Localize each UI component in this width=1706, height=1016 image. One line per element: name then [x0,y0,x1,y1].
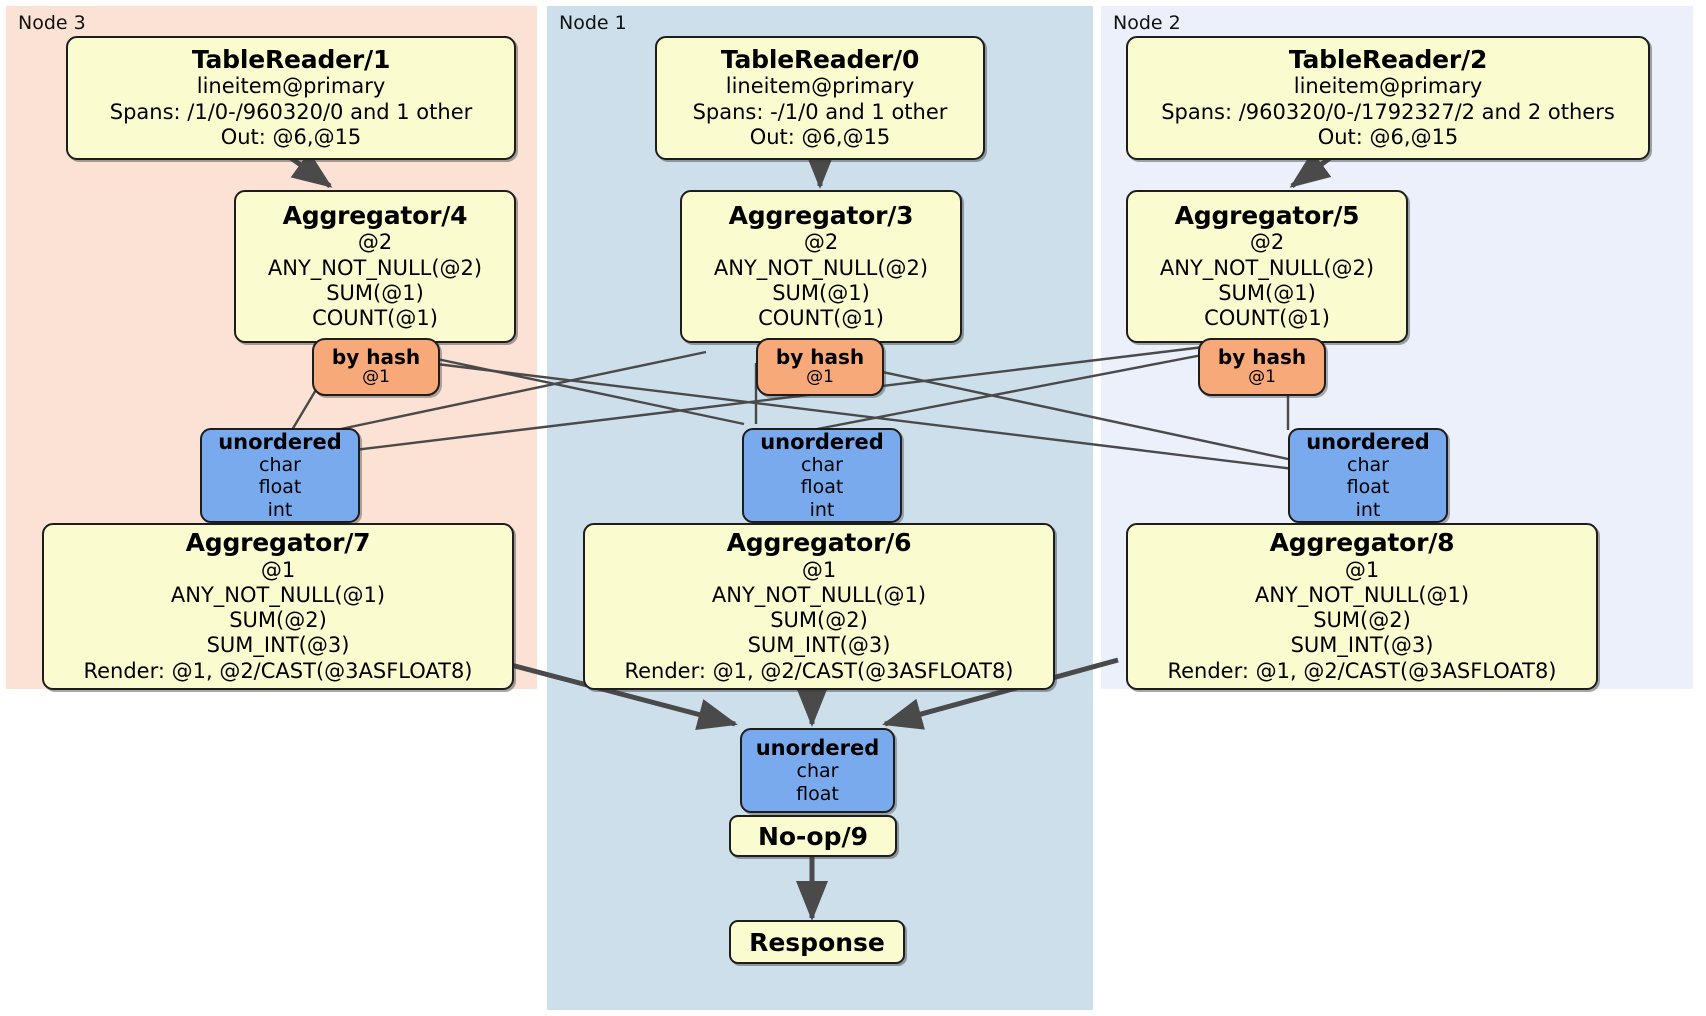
receiver-type-1: char [1347,453,1389,476]
response-node[interactable]: Response [729,920,905,964]
node-agg-3: COUNT(@1) [312,305,438,330]
router-column: @1 [362,367,390,388]
node-render: Render: @1, @2/CAST(@3ASFLOAT8) [83,658,473,683]
receiver-title: unordered [1306,429,1430,454]
node-agg-1: ANY_NOT_NULL(@2) [713,255,929,280]
node-panel-label-node3: Node 3 [18,12,86,34]
receiver-unordered-node3[interactable]: unordered char float int [200,428,360,523]
node-agg-3: COUNT(@1) [1204,305,1330,330]
node-title: Aggregator/7 [185,528,371,558]
processor-aggregator-8[interactable]: Aggregator/8 @1 ANY_NOT_NULL(@1) SUM(@2)… [1126,523,1598,690]
node-title: No-op/9 [757,821,869,851]
node-title: Aggregator/6 [726,528,912,558]
node-render: Render: @1, @2/CAST(@3ASFLOAT8) [1167,658,1557,683]
receiver-title: unordered [755,736,880,761]
node-group: @2 [357,230,393,255]
receiver-type-1: char [796,760,839,783]
node-agg-2: SUM(@2) [1313,608,1411,633]
processor-no-op-9[interactable]: No-op/9 [729,815,897,857]
node-title: TableReader/2 [1288,44,1488,74]
router-title: by hash [331,345,421,370]
node-title: Aggregator/5 [1174,200,1360,230]
node-table: lineitem@primary [1293,74,1483,99]
router-title: by hash [1217,345,1307,370]
node-agg-1: ANY_NOT_NULL(@1) [1254,582,1470,607]
node-spans: Spans: /1/0-/960320/0 and 1 other [109,99,473,124]
node-render: Render: @1, @2/CAST(@3ASFLOAT8) [624,658,1014,683]
processor-tablereader-1[interactable]: TableReader/1 lineitem@primary Spans: /1… [66,36,516,160]
node-agg-3: SUM_INT(@3) [1290,633,1434,658]
node-out: Out: @6,@15 [220,124,362,149]
node-panel-label-node2: Node 2 [1113,12,1181,34]
node-title: Aggregator/3 [728,200,914,230]
receiver-type-3: int [809,498,835,521]
processor-aggregator-5[interactable]: Aggregator/5 @2 ANY_NOT_NULL(@2) SUM(@1)… [1126,190,1408,343]
node-group: @2 [803,230,839,255]
receiver-type-1: char [801,453,843,476]
processor-aggregator-6[interactable]: Aggregator/6 @1 ANY_NOT_NULL(@1) SUM(@2)… [583,523,1055,690]
router-by-hash-node1[interactable]: by hash @1 [756,338,884,396]
receiver-type-3: int [267,498,293,521]
processor-tablereader-0[interactable]: TableReader/0 lineitem@primary Spans: -/… [655,36,985,160]
receiver-type-2: float [796,782,839,805]
node-agg-1: ANY_NOT_NULL(@1) [711,582,927,607]
node-table: lineitem@primary [196,74,386,99]
router-by-hash-node3[interactable]: by hash @1 [312,338,440,396]
node-out: Out: @6,@15 [749,124,891,149]
node-title: Aggregator/4 [282,200,468,230]
node-agg-2: SUM(@1) [326,280,424,305]
processor-aggregator-7[interactable]: Aggregator/7 @1 ANY_NOT_NULL(@1) SUM(@2)… [42,523,514,690]
node-agg-1: ANY_NOT_NULL(@2) [267,255,483,280]
router-title: by hash [775,345,865,370]
receiver-type-2: float [1346,476,1390,499]
node-title: TableReader/0 [720,44,920,74]
receiver-type-2: float [800,476,844,499]
receiver-unordered-node1[interactable]: unordered char float int [742,428,902,523]
node-group: @1 [801,557,837,582]
node-agg-1: ANY_NOT_NULL(@1) [170,582,386,607]
processor-aggregator-4[interactable]: Aggregator/4 @2 ANY_NOT_NULL(@2) SUM(@1)… [234,190,516,343]
receiver-unordered-final[interactable]: unordered char float [740,728,895,813]
receiver-title: unordered [760,429,884,454]
node-title: Response [749,927,885,957]
receiver-unordered-node2[interactable]: unordered char float int [1288,428,1448,523]
processor-aggregator-3[interactable]: Aggregator/3 @2 ANY_NOT_NULL(@2) SUM(@1)… [680,190,962,343]
node-title: Aggregator/8 [1269,528,1455,558]
node-out: Out: @6,@15 [1317,124,1459,149]
node-agg-3: SUM_INT(@3) [747,633,891,658]
node-agg-2: SUM(@2) [229,608,327,633]
node-agg-3: COUNT(@1) [758,305,884,330]
router-by-hash-node2[interactable]: by hash @1 [1198,338,1326,396]
node-table: lineitem@primary [725,74,915,99]
node-agg-1: ANY_NOT_NULL(@2) [1159,255,1375,280]
receiver-type-3: int [1355,498,1381,521]
node-title: TableReader/1 [191,44,391,74]
node-agg-2: SUM(@2) [770,608,868,633]
router-column: @1 [806,367,834,388]
node-spans: Spans: -/1/0 and 1 other [692,99,948,124]
node-agg-2: SUM(@1) [1218,280,1316,305]
node-panel-label-node1: Node 1 [559,12,627,34]
node-group: @1 [1344,557,1380,582]
receiver-title: unordered [218,429,342,454]
receiver-type-1: char [259,453,301,476]
node-agg-2: SUM(@1) [772,280,870,305]
node-agg-3: SUM_INT(@3) [206,633,350,658]
receiver-type-2: float [258,476,302,499]
node-group: @2 [1249,230,1285,255]
node-group: @1 [260,557,296,582]
node-spans: Spans: /960320/0-/1792327/2 and 2 others [1161,99,1615,124]
processor-tablereader-2[interactable]: TableReader/2 lineitem@primary Spans: /9… [1126,36,1650,160]
router-column: @1 [1248,367,1276,388]
